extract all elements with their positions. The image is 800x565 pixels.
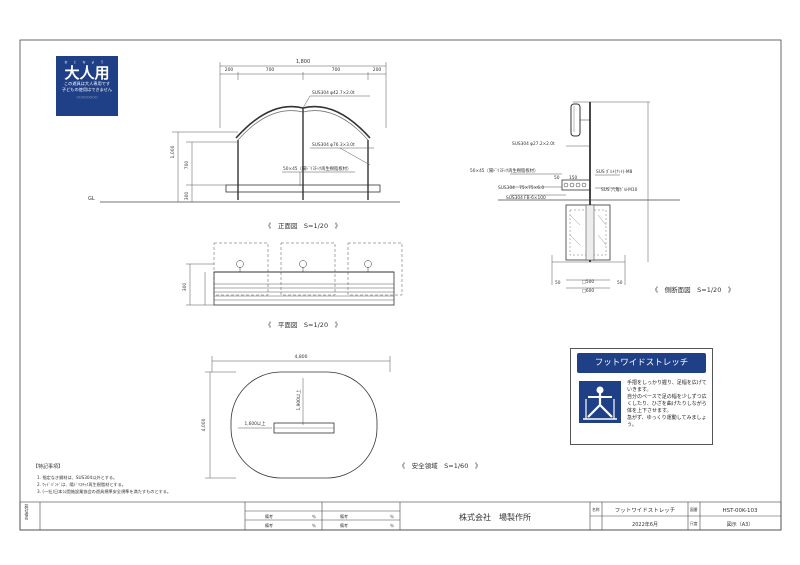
- notes: 【特記事項】 1. 指定なき鋼材は、SUS304以外とする。 2. ｳｯﾄﾞﾊﾞ…: [33, 463, 171, 495]
- front-seg-3: 700: [332, 67, 341, 73]
- stretch-pictogram-icon: [579, 381, 621, 423]
- scale-label: 尺度: [690, 521, 698, 526]
- designer-label: 設計者名: [25, 503, 30, 521]
- side-view: [498, 101, 680, 289]
- side-dim-50: 50: [554, 175, 560, 181]
- badge-line-1: この遊具は大人専用です: [63, 81, 111, 86]
- side-dim-left: 50: [555, 280, 561, 286]
- drawing-date: 2022年6月: [632, 521, 658, 528]
- sign-header: フットワイドストレッチ: [577, 353, 706, 373]
- approval-4: 備考: [340, 522, 348, 528]
- approval-2-mark: ％: [390, 514, 394, 519]
- front-label-top-pipe: SUS304 φ42.7×2.0t: [312, 90, 355, 96]
- badge-main: 大人用: [64, 64, 110, 82]
- side-dim-right: 50: [617, 280, 623, 286]
- plan-depth: 300: [182, 283, 188, 292]
- safety-zone-labels: 4,800 4,000 1,900以上 1,600以上 《 安全領域 S=1/6…: [201, 354, 481, 470]
- title-block-labels: 設計者名 備考 ％ 備考 ％ 備考 ％ 備考 ％ 株式会社 場製作所 名称 フッ…: [25, 503, 758, 528]
- approval-4-mark: ％: [390, 523, 394, 528]
- front-view: [100, 62, 400, 203]
- side-dim-600: □600: [582, 288, 595, 294]
- sign-text-line: 急がず、ゆっくり運動してみましょう。: [627, 415, 707, 428]
- sign-text-line: くしたり、ひざを曲げたりしながら: [627, 401, 707, 407]
- approval-1: 備考: [265, 513, 273, 519]
- notes-item-3: 3. (一社)日本公園施設業協会の遊具規準安全規準を満たすものとする。: [37, 488, 171, 495]
- sign-text-line: いきます。: [627, 387, 652, 393]
- front-total-dim: 1,800: [296, 59, 310, 65]
- front-view-labels: 1,800 200 700 700 200 1,000 700 300 GL S…: [88, 59, 381, 230]
- badge-line-2: 子どもの使用はできません: [61, 87, 113, 92]
- safety-inner-h: 1,600以上: [245, 420, 267, 427]
- front-label-post: SUS304 φ76.3×3.0t: [312, 142, 355, 148]
- sheet-border: [19, 39, 782, 531]
- approval-2: 備考: [340, 513, 348, 519]
- plan-view-labels: 300 《 平面図 S=1/20 》: [182, 283, 341, 329]
- plan-caption: 《 平面図 S=1/20 》: [265, 321, 341, 329]
- safety-zone: [205, 356, 391, 479]
- plan-view: [186, 242, 403, 306]
- front-seg-2: 700: [266, 67, 275, 73]
- front-inner-low: 300: [184, 192, 190, 201]
- front-inner-height: 700: [184, 161, 190, 170]
- front-height-dim: 1,000: [170, 145, 176, 158]
- title-block: [19, 501, 782, 531]
- safety-width: 4,800: [295, 354, 308, 360]
- notes-item-2: 2. ｳｯﾄﾞﾊﾞﾝﾄﾞは、陽ﾄﾞﾘｽﾁｯｸ再生樹脂材とする。: [37, 481, 126, 488]
- drawing-name: フットワイドストレッチ: [615, 507, 676, 514]
- side-label-board: 50×45（陽ﾄﾞﾘｽﾁｯｸ再生樹脂板材）: [470, 167, 538, 174]
- side-dim-500: □500: [582, 279, 595, 285]
- scale-value: 図示（A3）: [727, 522, 754, 528]
- side-label-fb: SUS304 FB-6×100: [506, 195, 546, 201]
- name-label: 名称: [592, 507, 600, 512]
- drawing-no: HST-00K-103: [723, 508, 758, 514]
- sign-text-line: 自分のペースで足の幅を少しずつ広: [627, 394, 707, 400]
- approval-3: 備考: [265, 522, 273, 528]
- safety-inner-v: 1,900以上: [295, 389, 302, 411]
- adult-use-badge: おとなよう 大人用 この遊具は大人専用です 子どもの使用はできません ○○○○○…: [56, 56, 118, 116]
- notes-item-1: 1. 指定なき鋼材は、SUS304以外とする。: [37, 474, 117, 481]
- front-gl: GL: [88, 196, 95, 202]
- side-label-frame: SUS304 75×75×6.0: [498, 185, 544, 191]
- drawing-no-label: 図番: [690, 507, 698, 512]
- sign-text-line: 体を上下させます。: [627, 408, 672, 414]
- safety-caption: 《 安全領域 S=1/60 》: [399, 461, 482, 470]
- side-dim-150: 150: [569, 175, 577, 181]
- side-label-hex: SUS 六角ﾎﾞﾙﾄM10: [601, 186, 638, 193]
- sign-text-line: 手摺をしっかり握り、足幅を広げて: [627, 380, 707, 386]
- front-seg-4: 200: [373, 67, 382, 73]
- badge-ruby: おとなよう: [64, 60, 110, 64]
- equipment-sign: フットワイドストレッチ 手摺をしっかり握り、足幅を広げて いきます。 自分のペー…: [570, 348, 713, 445]
- side-caption: 《 側断面図 S=1/20 》: [652, 285, 735, 294]
- notes-title: 【特記事項】: [33, 463, 63, 470]
- approval-3-mark: ％: [312, 523, 316, 528]
- side-label-bolt: SUS ﾎﾞﾙﾄ(ﾅｯﾄ)-M8: [596, 168, 633, 175]
- front-label-board: 50×45（陽ﾄﾞﾘｽﾁｯｸ再生樹脂板材）: [283, 165, 351, 172]
- front-caption: 《 正面図 S=1/20 》: [265, 222, 341, 230]
- side-label-pipe: SUS304 φ27.2×2.0t: [512, 141, 555, 147]
- sign-instructions: 手摺をしっかり握り、足幅を広げて いきます。 自分のペースで足の幅を少しずつ広 …: [627, 380, 709, 429]
- badge-foot: ○○○○○○○○: [76, 95, 98, 99]
- company-name: 株式会社 場製作所: [459, 512, 531, 522]
- approval-1-mark: ％: [312, 514, 316, 519]
- side-view-labels: SUS304 φ27.2×2.0t 50×45（陽ﾄﾞﾘｽﾁｯｸ再生樹脂板材） …: [470, 141, 734, 294]
- safety-height: 4,000: [201, 418, 207, 431]
- front-seg-1: 200: [225, 67, 234, 73]
